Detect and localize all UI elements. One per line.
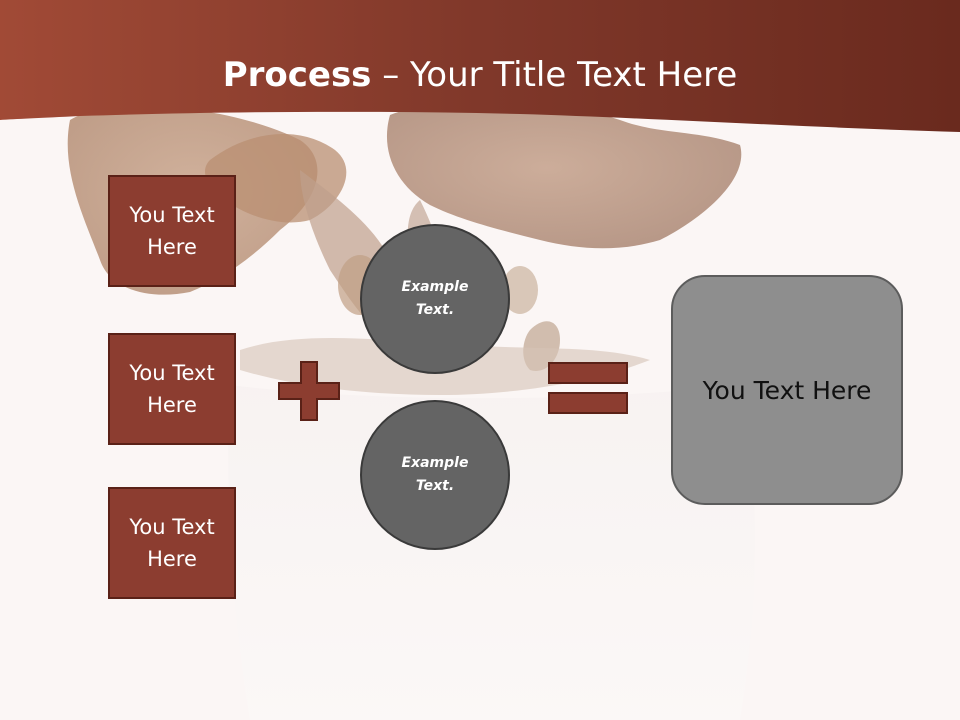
text-box-3: You Text Here bbox=[108, 487, 236, 599]
result-box: You Text Here bbox=[671, 275, 903, 505]
page-title: Process – Your Title Text Here bbox=[0, 52, 960, 98]
title-rest: – Your Title Text Here bbox=[371, 55, 738, 95]
result-label: You Text Here bbox=[702, 375, 872, 405]
text-box-label: You Text Here bbox=[129, 361, 215, 417]
text-box-2: You Text Here bbox=[108, 333, 236, 445]
header-banner bbox=[0, 0, 960, 132]
example-circle-2: Example Text. bbox=[360, 400, 510, 550]
example-circle-label: Example Text. bbox=[401, 455, 469, 494]
plus-icon bbox=[278, 361, 340, 421]
text-box-1: You Text Here bbox=[108, 175, 236, 287]
example-circle-label: Example Text. bbox=[401, 279, 469, 318]
example-circle-1: Example Text. bbox=[360, 224, 510, 374]
title-bold: Process bbox=[222, 55, 372, 95]
equals-icon bbox=[548, 362, 628, 414]
text-box-label: You Text Here bbox=[129, 515, 215, 571]
text-box-label: You Text Here bbox=[129, 203, 215, 259]
